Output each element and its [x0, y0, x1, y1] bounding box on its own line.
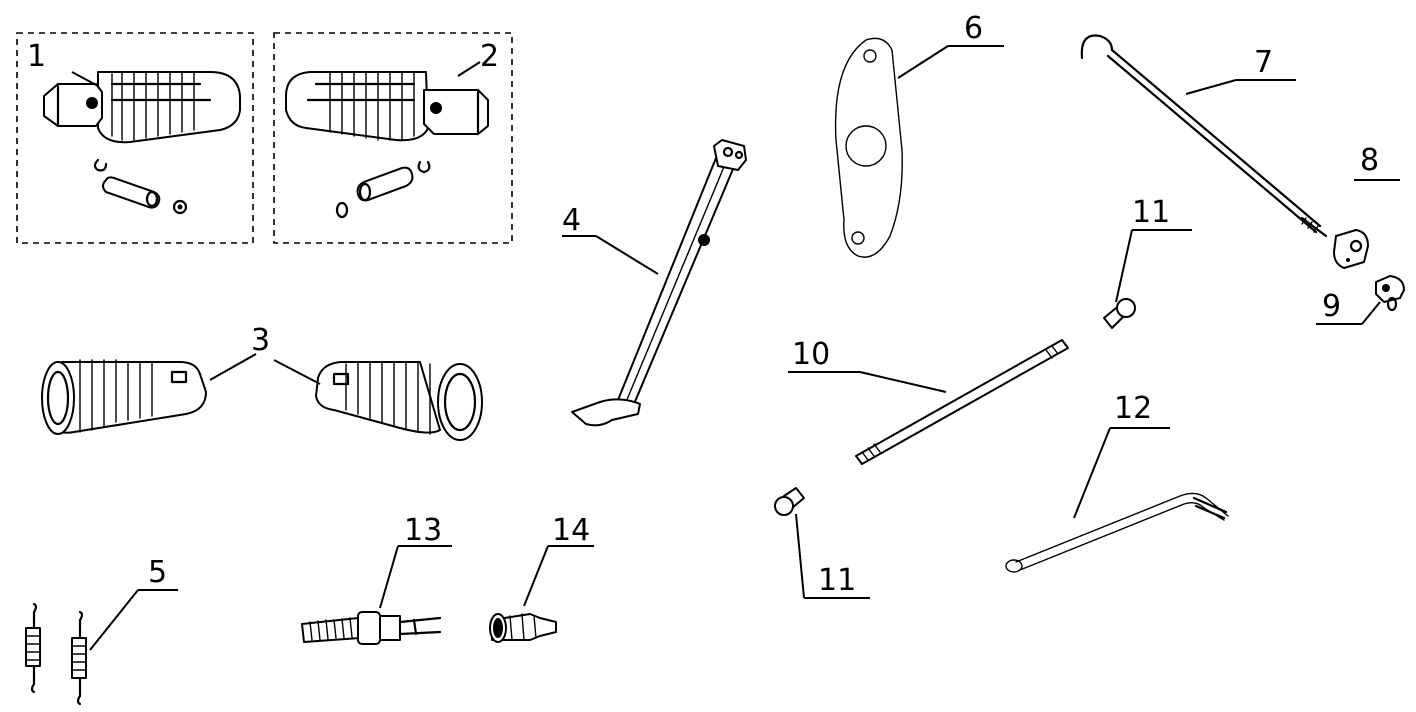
part-2-footpeg-right: [273, 32, 513, 244]
part-12-bent-rod: [1005, 427, 1229, 573]
callout-8: 8: [1360, 143, 1379, 178]
callout-6: 6: [964, 11, 983, 46]
part-3-footpeg-rubbers: [41, 353, 483, 441]
part-7-rod: [1080, 34, 1328, 238]
part-4-side-stand: [562, 139, 747, 427]
footpeg-right-pin: [356, 166, 414, 202]
side-stand-foot: [571, 398, 641, 427]
fitting-body: [491, 613, 557, 641]
footpeg-left-rubber: [97, 71, 241, 144]
footpeg-right-rubber: [285, 71, 429, 142]
part-10-threaded-rod: [788, 339, 1069, 465]
part-5-springs: [25, 589, 178, 706]
callout-4: 4: [562, 203, 581, 238]
callout-1: 1: [27, 39, 46, 74]
spring-hook: [698, 234, 710, 246]
callout-3: 3: [251, 323, 270, 358]
ball-joint-upper: [1116, 298, 1136, 318]
part-2-box: [273, 32, 513, 244]
callout-5: 5: [148, 555, 167, 590]
part-13-switch: [301, 545, 452, 645]
callout-11-upper: 11: [1132, 195, 1170, 230]
part-11-ball-joint-upper: [1103, 229, 1192, 329]
part-11-ball-joint-lower: [774, 487, 870, 599]
callout-14: 14: [552, 513, 590, 548]
callout-13: 13: [404, 513, 442, 548]
rod-hook: [1080, 34, 1114, 60]
callout-12: 12: [1114, 391, 1152, 426]
part-9-nut: [1316, 275, 1405, 325]
part-1-box: [16, 32, 254, 244]
bent-rod: [1015, 492, 1229, 563]
part-1-footpeg-left: [16, 32, 254, 244]
callout-7: 7: [1254, 45, 1273, 80]
switch-body: [357, 611, 381, 645]
rubber-right: [315, 361, 441, 434]
spring-right: [71, 637, 87, 679]
nut: [1375, 275, 1405, 303]
callout-9: 9: [1322, 289, 1341, 324]
callout-2: 2: [480, 39, 499, 74]
plate-outline: [834, 37, 903, 258]
part-14-nut-fitting: [489, 545, 594, 643]
part-6-plate: [834, 37, 1004, 258]
ball-joint-lower: [774, 496, 794, 516]
threaded-rod: [855, 339, 1069, 465]
callout-11-lower: 11: [818, 563, 856, 598]
switch-hex: [379, 615, 401, 641]
footpeg-right-clevis: [423, 89, 489, 135]
part-8-block: [1333, 179, 1400, 269]
callout-10: 10: [792, 337, 830, 372]
footpeg-left-pin: [102, 176, 161, 209]
